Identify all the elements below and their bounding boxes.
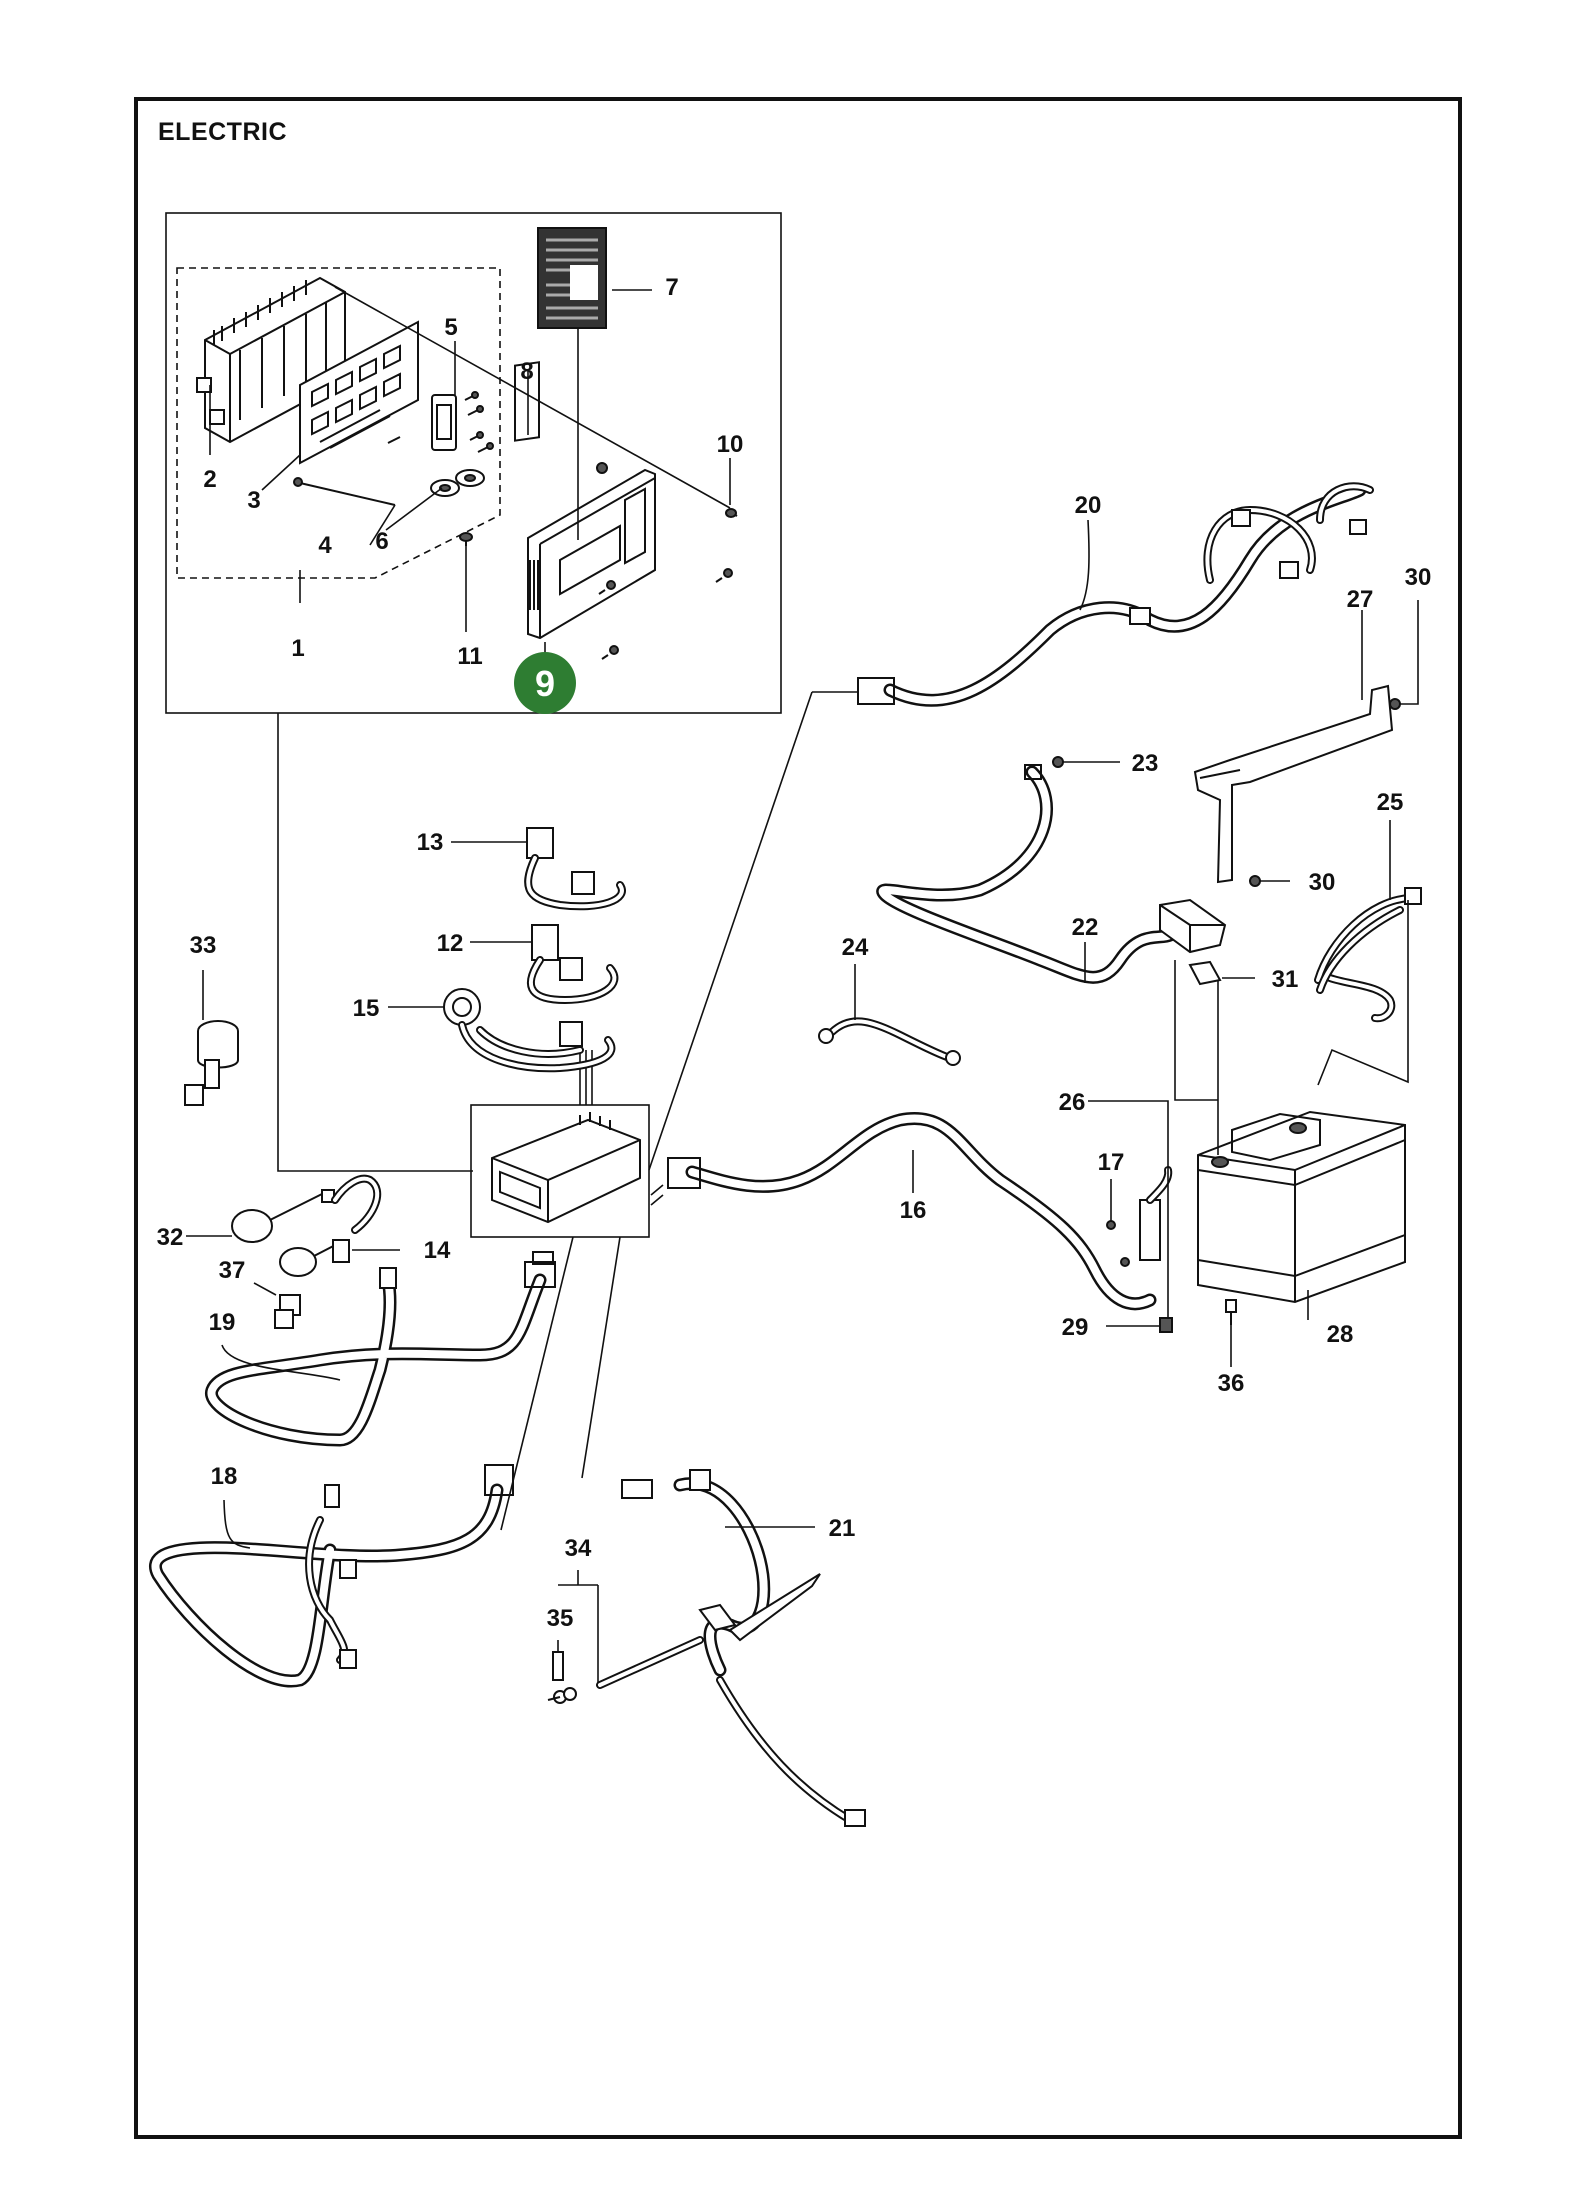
detail-leaders	[209, 286, 731, 660]
assembly-1-dashed-outline	[176, 267, 501, 579]
part-22-harness	[876, 756, 1255, 986]
callout-16: 16	[900, 1197, 927, 1224]
callout-27: 27	[1347, 586, 1374, 613]
callout-7: 7	[665, 274, 678, 301]
page-frame	[134, 97, 1462, 2139]
callout-13: 13	[417, 829, 444, 856]
callout-11: 11	[457, 643, 482, 670]
parts-32-37-14	[186, 1174, 400, 1329]
callout-2: 2	[203, 466, 216, 493]
callout-15: 15	[353, 995, 380, 1022]
part-11-screw	[459, 532, 473, 546]
part-27-bracket	[1193, 600, 1419, 887]
callout-31: 31	[1272, 966, 1299, 993]
part-9-control-unit	[527, 462, 733, 660]
part-7-decal	[537, 227, 607, 329]
callout-25: 25	[1377, 789, 1404, 816]
callout-10: 10	[717, 431, 744, 458]
callout-24: 24	[842, 934, 869, 961]
central-ecu-group	[470, 691, 813, 1531]
callout-19: 19	[209, 1309, 236, 1336]
callout-1: 1	[291, 635, 304, 662]
callout-21: 21	[829, 1515, 856, 1542]
callout-37: 37	[219, 1257, 246, 1284]
part-2-housing	[196, 276, 346, 444]
parts-34-35-sensor-rod	[547, 1570, 704, 1704]
callout-30a: 30	[1405, 564, 1432, 591]
part-16-harness	[667, 1100, 1173, 1333]
part-18-harness	[149, 1464, 514, 1688]
small-screws	[387, 391, 494, 453]
callout-36: 36	[1218, 1370, 1245, 1397]
callout-6: 6	[375, 528, 388, 555]
page-title: ELECTRIC	[158, 118, 287, 146]
part-10-screw	[725, 508, 738, 518]
callout-35: 35	[547, 1605, 574, 1632]
callout-22: 22	[1072, 914, 1099, 941]
detail-to-ecu-connector	[277, 713, 473, 1172]
part-5-fuse	[431, 394, 457, 451]
highlight-badge-9: 9	[514, 652, 576, 714]
callout-5: 5	[444, 314, 457, 341]
callout-17: 17	[1098, 1149, 1125, 1176]
part-28-battery	[1174, 900, 1409, 1320]
callout-4: 4	[318, 532, 332, 559]
callout-26: 26	[1059, 1089, 1086, 1116]
callout-8: 8	[520, 358, 533, 385]
callout-12: 12	[437, 930, 464, 957]
control-unit-detail-group: 1 2 3 4 5 6 7 8 10 11 9	[165, 212, 782, 714]
callout-33: 33	[190, 932, 217, 959]
sub-harnesses	[388, 827, 626, 1073]
callout-29: 29	[1062, 1314, 1089, 1341]
part-33-switch	[184, 970, 239, 1106]
callout-9: 9	[535, 663, 555, 704]
callout-34: 34	[565, 1535, 592, 1562]
central-ecu-outline	[470, 1104, 650, 1238]
part-8-label	[514, 361, 540, 442]
part-3-circuit-board	[299, 320, 419, 465]
callout-14: 14	[424, 1237, 451, 1264]
part-25-cables	[1314, 820, 1422, 1023]
part-6-grommets	[430, 469, 485, 497]
callout-3: 3	[247, 487, 260, 514]
detail-box-outline	[165, 212, 782, 714]
callout-20: 20	[1075, 492, 1102, 519]
callout-28: 28	[1327, 1321, 1354, 1348]
part-19-harness	[205, 1251, 556, 1447]
part-24-cable	[818, 964, 961, 1066]
part-4-screw	[299, 482, 396, 506]
part-36-sensor	[1225, 1299, 1237, 1367]
callout-30b: 30	[1309, 869, 1336, 896]
callout-32: 32	[157, 1224, 184, 1251]
callout-18: 18	[211, 1463, 238, 1490]
part-20-harness	[812, 482, 1374, 707]
callout-23: 23	[1132, 750, 1159, 777]
part-21-harness	[621, 1469, 866, 1827]
